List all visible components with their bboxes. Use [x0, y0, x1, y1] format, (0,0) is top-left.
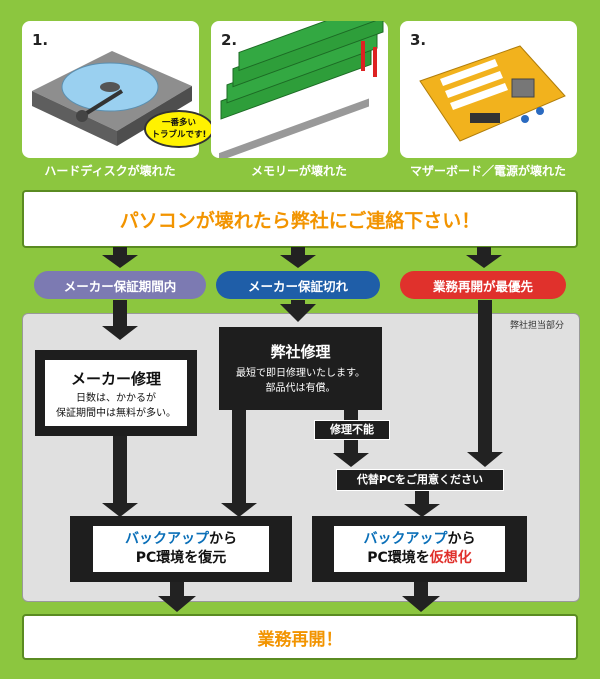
memory-module-icon: [219, 21, 388, 158]
virtualize-line: バックアップから: [334, 530, 505, 549]
backup-text: バックアップ: [363, 531, 448, 547]
unrepairable-tag: 修理不能: [314, 420, 390, 440]
company-repair-line: 最短で即日修理いたします。: [236, 368, 365, 379]
maker-repair-box: メーカー修理 日数は、かかるが 保証期間中は無料が多い。: [35, 350, 197, 436]
pc-env-text: PC環境を: [367, 550, 430, 566]
company-area-label: 弊社担当部分: [510, 321, 565, 331]
substitute-pc-tag: 代替PCをご用意ください: [336, 469, 504, 491]
maker-repair-line: 日数は、かかるが: [76, 393, 156, 404]
option-warranty-expired: メーカー保証切れ: [216, 271, 380, 299]
company-repair-title: 弊社修理: [270, 343, 331, 361]
panel-number: 1.: [32, 31, 49, 49]
restore-inner: バックアップから PC環境を復元: [93, 526, 269, 572]
from-text: から: [447, 531, 476, 547]
panel-caption: ハードディスクが壊れた: [44, 164, 176, 178]
panel-hard-disk: 1. 一番多い トラブルです!: [22, 21, 214, 158]
virtualize-text: 仮想化: [429, 550, 472, 566]
virtualize-inner: バックアップから PC環境を仮想化: [334, 526, 505, 572]
restore-line: バックアップから: [93, 530, 269, 549]
option-warranty-valid: メーカー保証期間内: [34, 271, 206, 299]
restore-text: PC環境を復元: [135, 550, 227, 566]
maker-repair-inner: メーカー修理 日数は、かかるが 保証期間中は無料が多い。: [45, 360, 187, 426]
backup-text: バックアップ: [125, 531, 209, 547]
panel-number: 2.: [221, 31, 238, 49]
bubble-line: 一番多い: [161, 118, 196, 128]
restore-box: バックアップから PC環境を復元: [70, 516, 292, 582]
panel-memory: 2.: [211, 21, 388, 158]
maker-repair-title: メーカー修理: [70, 370, 161, 388]
maker-repair-line: 保証期間中は無料が多い。: [56, 408, 176, 419]
virtualize-box: バックアップから PC環境を仮想化: [312, 516, 527, 582]
result-banner: 業務再開！: [22, 614, 578, 660]
company-repair-box: 弊社修理 最短で即日修理いたします。 部品代は有償。: [219, 327, 382, 410]
company-repair-line: 部品代は有償。: [265, 383, 336, 394]
option-business-priority: 業務再開が最優先: [400, 271, 566, 299]
from-text: から: [209, 531, 237, 547]
panel-number: 3.: [410, 31, 427, 49]
speech-bubble: 一番多い トラブルです!: [144, 110, 214, 148]
bubble-line: トラブルです!: [151, 130, 207, 140]
panel-motherboard: 3.: [400, 21, 577, 158]
motherboard-icon: [419, 45, 566, 142]
virtualize-line: PC環境を仮想化: [334, 549, 505, 568]
panel-caption: メモリーが壊れた: [250, 164, 347, 178]
panel-caption: マザーボード／電源が壊れた: [409, 164, 566, 178]
